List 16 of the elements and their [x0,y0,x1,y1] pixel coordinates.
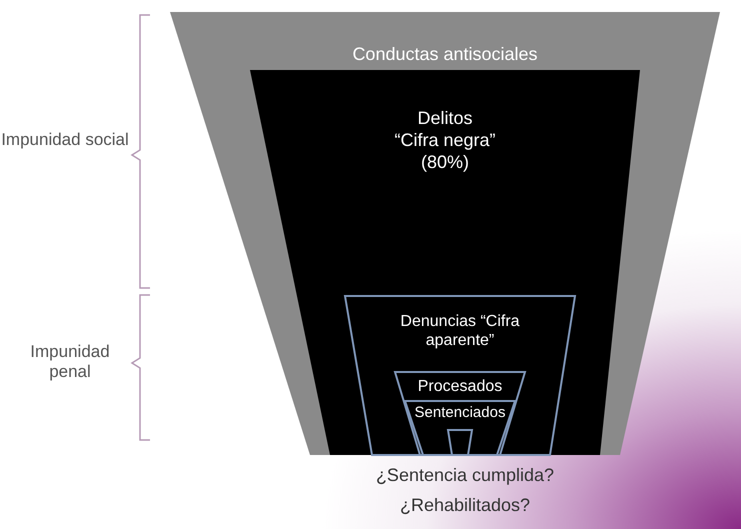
level-note: “Cifra negra” (80%) [393,130,497,174]
level-label: Conductas antisociales [351,44,539,66]
funnel-band [170,12,720,455]
bracket-label: Impunidad penal [29,342,111,383]
funnel-band [250,70,640,455]
funnel-level [345,296,575,455]
question-text: ¿Rehabilitados? [398,495,532,517]
funnel-level [405,401,515,455]
level-label: Delitos [416,108,474,130]
level-label: Procesados [416,377,504,396]
level-label: Denuncias “Cifra aparente” [399,312,521,350]
level-label: Sentenciados [414,404,506,422]
funnel-level [448,430,472,455]
funnel-level [395,372,525,455]
question-text: ¿Sentencia cumplida? [374,465,556,487]
bracket-label: Impunidad social [0,130,130,150]
